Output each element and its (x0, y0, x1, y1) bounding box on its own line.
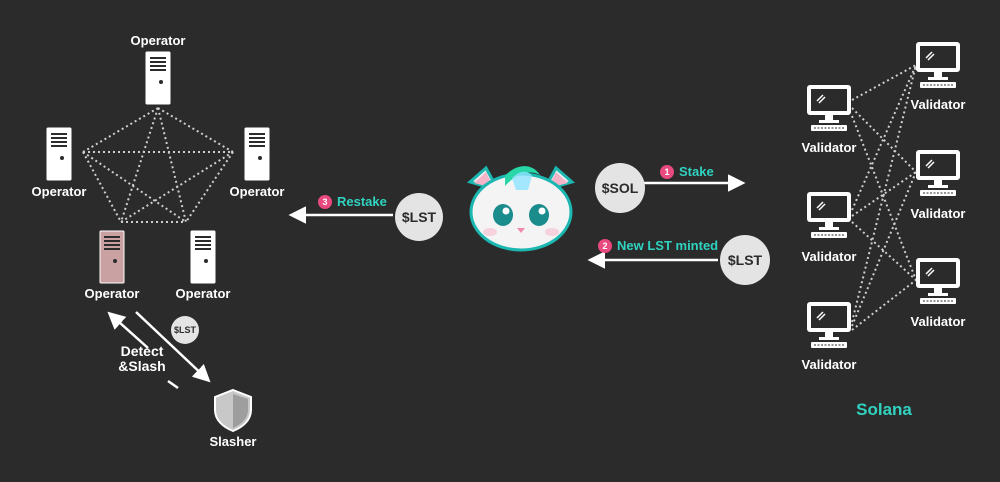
validator-right-mid-icon (915, 149, 961, 197)
stake-step-number: 1 (660, 164, 674, 179)
operator-top-label: Operator (130, 33, 186, 48)
validator-right-top-icon (915, 41, 961, 89)
operator-left-server-icon (46, 127, 72, 181)
slash-lst-token: $LST (171, 316, 199, 344)
operator-mesh-lines (82, 107, 234, 223)
restake-step-label: Restake (337, 194, 387, 209)
stake-step-label: Stake (679, 164, 714, 179)
operator-top-server-icon (145, 51, 171, 105)
validator-left-bottom-icon (806, 301, 852, 349)
validator-left-mid-icon (806, 191, 852, 239)
detect-slash-label: Detect &Slash (118, 344, 165, 374)
validator-left-top-label: Validator (801, 140, 857, 155)
operator-slashed-label: Operator (84, 286, 140, 301)
validator-right-bottom-label: Validator (910, 314, 966, 329)
validator-right-bottom-icon (915, 257, 961, 305)
detect-arrow-tail (167, 379, 179, 390)
validator-right-top-label: Validator (910, 97, 966, 112)
stake-step: 1 Stake (660, 164, 714, 179)
minted-step-label: New LST minted (617, 238, 719, 253)
minted-step-number: 2 (598, 238, 612, 253)
cat-mascot-icon (466, 165, 576, 252)
validator-left-bottom-label: Validator (801, 357, 857, 372)
validator-mesh-lines (851, 64, 917, 331)
network-label: Solana (856, 400, 912, 419)
shield-icon (214, 388, 252, 433)
operator-right-label: Operator (229, 184, 285, 199)
operator-right-server-icon (244, 127, 270, 181)
restake-step-number: 3 (318, 194, 332, 209)
minted-lst-token: $LST (720, 235, 770, 285)
slasher-label: Slasher (209, 434, 257, 449)
slash-label: &Slash (118, 358, 166, 374)
slash-arrow (135, 311, 211, 383)
minted-step: 2 New LST minted (598, 238, 718, 253)
validator-left-top-icon (806, 84, 852, 132)
detect-label: Detect (120, 343, 164, 359)
restake-step: 3 Restake (318, 194, 387, 209)
validator-right-mid-label: Validator (910, 206, 966, 221)
operator-bottom-right-label: Operator (175, 286, 231, 301)
restake-lst-token: $LST (395, 193, 443, 241)
operator-bottom-right-server-icon (190, 230, 216, 284)
operator-slashed-server-icon (99, 230, 125, 284)
operator-left-label: Operator (31, 184, 87, 199)
validator-left-mid-label: Validator (801, 249, 857, 264)
detect-arrow (107, 311, 149, 349)
stake-sol-token: $SOL (595, 163, 645, 213)
